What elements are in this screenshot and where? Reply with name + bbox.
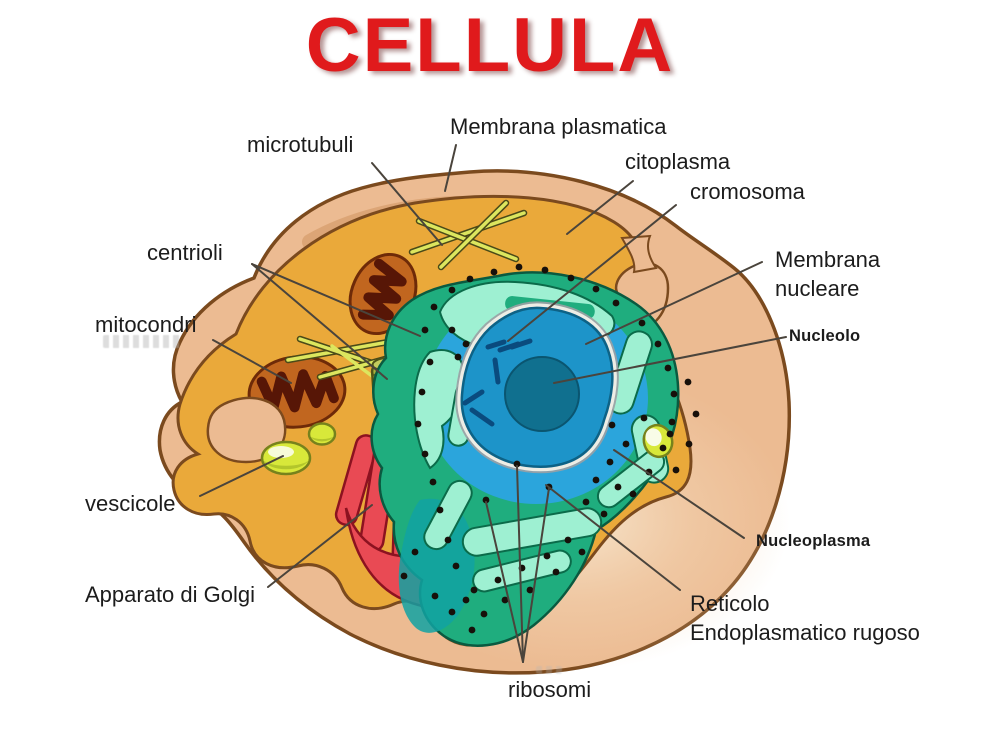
label-microtubuli: microtubuli [247,132,354,157]
label-nucleolo: Nucleolo [789,327,861,345]
label-vescicole: vescicole [85,491,176,516]
leader-citoplasma [566,180,634,235]
leader-ribosomi-c [522,487,550,663]
label-nucleoplasma: Nucleoplasma [756,532,871,550]
leader-reticolo [545,484,681,591]
label-reticolo: Reticolo Endoplasmatico rugoso [690,589,920,647]
vesicles-left [260,422,337,476]
leader-mitocondri [212,339,292,384]
microtubules-top [408,199,528,271]
leader-ribosomi-b [516,465,524,663]
leader-vescicole [199,455,284,497]
leader-membrana-plasmatica [444,144,457,192]
leader-lines [199,144,787,663]
label-cromosoma: cromosoma [690,179,805,204]
ribosome-dots [400,263,700,634]
label-membrana-plasmatica: Membrana plasmatica [450,114,667,139]
leader-membrana-nucleare [585,261,763,345]
erased-text-artifact [103,335,183,348]
leader-nucleoplasma [613,449,745,539]
leader-nucleolo [553,336,787,384]
erased-text-artifact [536,666,562,674]
page-title: CELLULA [305,3,675,88]
nucleolus [504,356,580,432]
chromosomes [462,338,533,427]
nucleus-complex [413,280,670,593]
membrane-invagination-left [206,396,287,464]
leader-apparato-golgi [267,504,373,588]
label-apparato-golgi: Apparato di Golgi [85,582,255,607]
label-mitocondri: mitocondri [95,312,197,337]
leader-cromosoma [507,204,677,342]
label-centrioli: centrioli [147,240,223,265]
label-citoplasma: citoplasma [625,149,731,174]
label-line: nucleare [775,276,860,302]
leader-centrioli-b [251,263,388,380]
label-membrana-nucleare: Membrana nucleare [775,245,880,303]
label-ribosomi: ribosomi [508,677,592,702]
leader-centrioli-a [251,263,421,337]
leader-microtubuli [371,162,443,246]
label-line: Endoplasmatico rugoso [690,620,920,646]
label-line: Membrana [775,247,881,272]
label-line: Reticolo [690,591,770,616]
leader-ribosomi-a [485,501,524,663]
